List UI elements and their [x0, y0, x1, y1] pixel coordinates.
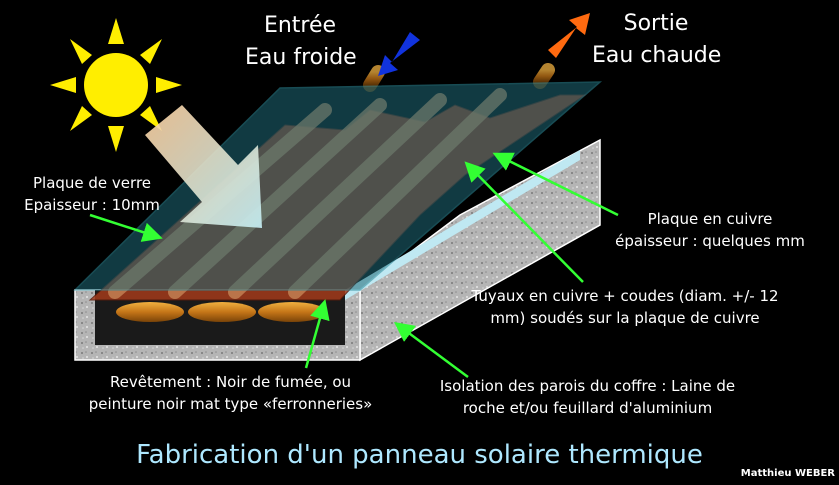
coating-label-line1: Revêtement : Noir de fumée, ou [109, 373, 352, 391]
glass-label-line2: Epaisseur : 10mm [24, 196, 160, 214]
sun-icon [50, 18, 182, 152]
copper-plate-label-line1: Plaque en cuivre [647, 210, 773, 228]
outlet-arrow-icon [548, 13, 590, 58]
pointer-lines [89, 152, 619, 379]
pipes-label: Tuyaux en cuivre + coudes (diam. +/- 12 … [460, 285, 790, 329]
copper-plate-label: Plaque en cuivre épaisseur : quelques mm [605, 208, 815, 252]
coating-label: Revêtement : Noir de fumée, ou peinture … [78, 371, 383, 415]
pipe-ends [116, 302, 326, 322]
glass-label-line1: Plaque de verre [32, 174, 152, 192]
inlet-label: Entrée Eau froide [245, 10, 357, 74]
author-credit: Matthieu WEBER [740, 468, 835, 479]
copper-plate-label-line2: épaisseur : quelques mm [615, 232, 805, 250]
inlet-label-line1: Entrée [263, 13, 337, 38]
inlet-arrow-icon [378, 32, 420, 76]
inlet-label-line2: Eau froide [245, 45, 357, 70]
coating-label-line2: peinture noir mat type «ferronneries» [88, 395, 373, 413]
pipes-label-line1: Tuyaux en cuivre + coudes (diam. +/- 12 [471, 287, 779, 305]
insulation-label: Isolation des parois du coffre : Laine d… [410, 375, 765, 419]
diagram-title: Fabrication d'un panneau solaire thermiq… [136, 440, 703, 470]
outlet-label-line2: Eau chaude [592, 43, 722, 68]
insulation-label-line1: Isolation des parois du coffre : Laine d… [439, 377, 736, 395]
sunlight-arrow-icon [145, 105, 262, 228]
outlet-label-line1: Sortie [623, 11, 689, 36]
insulation-label-line2: roche et/ou feuillard d'aluminium [462, 399, 713, 417]
glass-plate-label: Plaque de verre Epaisseur : 10mm [12, 172, 172, 216]
outlet-label: Sortie Eau chaude [592, 8, 722, 72]
pipes-label-line2: mm) soudés sur la plaque de cuivre [490, 309, 760, 327]
